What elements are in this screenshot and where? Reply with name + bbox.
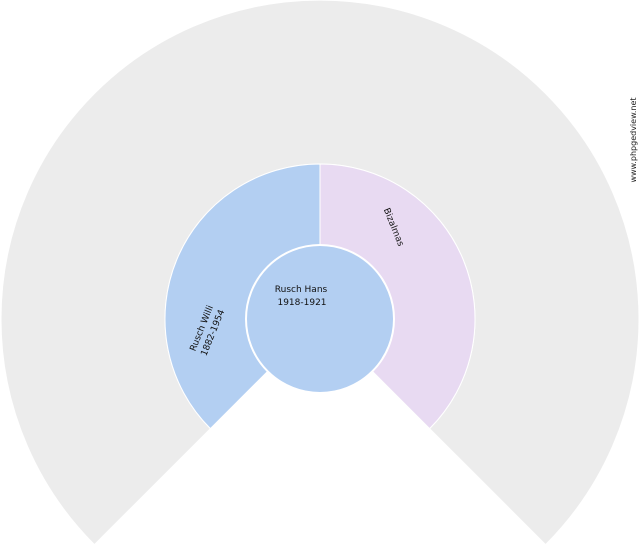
root-dates: 1918-1921: [277, 298, 326, 308]
watermark[interactable]: www.phpgedview.net: [629, 97, 638, 182]
father-wedge[interactable]: [164, 163, 321, 430]
mother-wedge[interactable]: [319, 163, 476, 430]
root-person-circle[interactable]: [245, 244, 395, 394]
root-name: Rusch Hans: [275, 285, 328, 295]
